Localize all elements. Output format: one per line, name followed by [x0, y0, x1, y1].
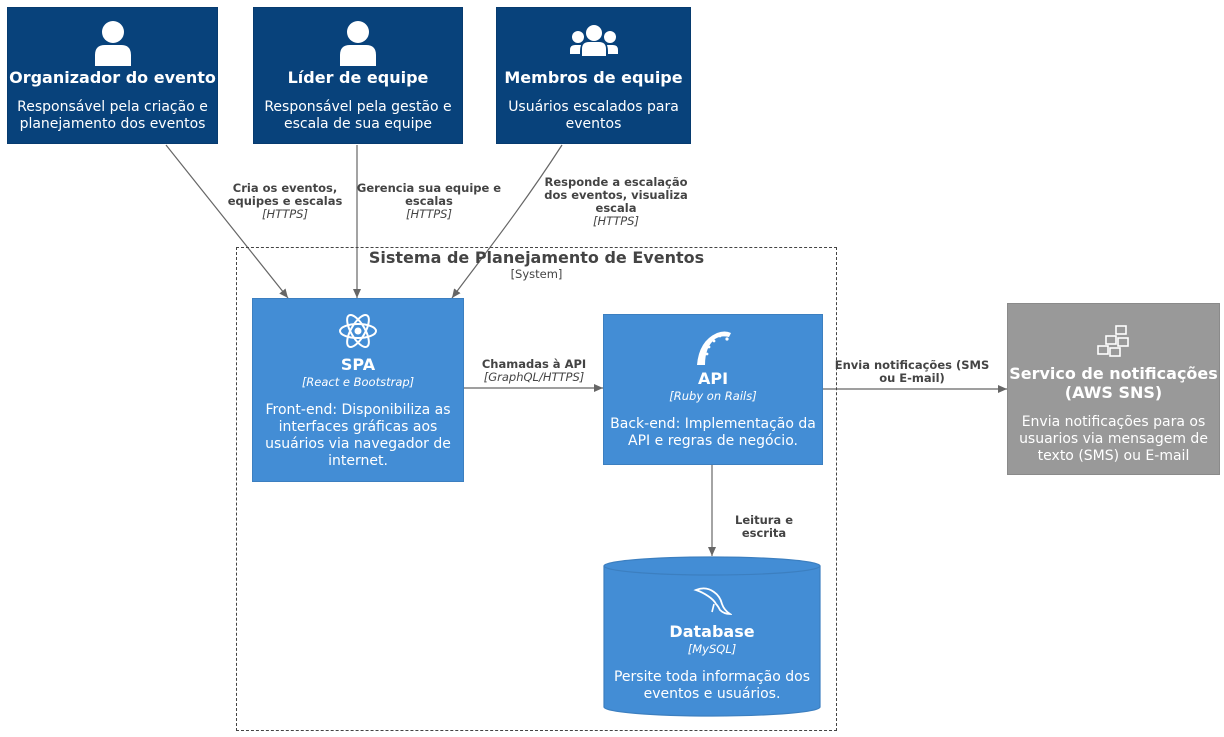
container-technology: [Ruby on Rails] [669, 389, 757, 403]
boundary-type: [System] [510, 267, 563, 281]
relation-label-organizer: Cria os eventos, equipes e escalas [HTTP… [210, 182, 360, 221]
external-desc-line: usuarios via mensagem de [1019, 431, 1208, 447]
container-desc-line: eventos e usuários. [643, 686, 781, 702]
people-group-icon [569, 25, 618, 56]
external-system-sns: Servico de notificações (AWS SNS) Envia … [1007, 303, 1220, 475]
aws-cubes-icon [1096, 325, 1129, 357]
relation-label-api-db: Leitura e escrita [712, 514, 816, 540]
relation-text: equipes e escalas [227, 194, 343, 208]
rails-icon [697, 331, 731, 365]
relation-technology: [GraphQL/HTTPS] [483, 370, 585, 384]
person-desc-line: escala de sua equipe [283, 116, 432, 132]
system-boundary [236, 247, 837, 731]
person-title: Organizador do evento [9, 68, 216, 87]
container-desc-line: Persite toda informação dos [613, 669, 811, 685]
react-icon [339, 314, 377, 348]
person-desc-line: Responsável pela criação e [17, 99, 208, 115]
relation-label-leader: Gerencia sua equipe e escalas [HTTPS] [354, 182, 504, 221]
container-technology: [MySQL] [687, 642, 737, 656]
relation-text: Leitura e escrita [735, 513, 793, 540]
container-desc-line: Back-end: Implementação da [610, 416, 816, 432]
container-desc-line: Front-end: Disponibiliza as [265, 402, 451, 418]
relation-text: Envia notificações (SMS [834, 358, 990, 372]
container-database: Database [MySQL] Persite toda informação… [603, 556, 821, 717]
person-icon [340, 21, 376, 66]
person-icon [94, 21, 131, 66]
relation-text: Gerencia sua equipe e [356, 181, 502, 195]
container-spa: SPA [React e Bootstrap] Front-end: Dispo… [252, 298, 464, 482]
boundary-title: Sistema de Planejamento de Eventos [368, 248, 705, 267]
relation-label-api-sns: Envia notificações (SMS ou E-mail) [830, 359, 994, 385]
container-desc-line: API e regras de negócio. [628, 433, 798, 449]
relation-text: dos eventos, visualiza [544, 188, 688, 202]
relation-technology: [HTTPS] [406, 207, 452, 221]
person-title: Líder de equipe [287, 68, 429, 87]
person-desc-line: eventos [565, 116, 622, 132]
person-title: Membros de equipe [504, 68, 683, 87]
person-team-leader: Líder de equipe Responsável pela gestão … [253, 7, 463, 144]
container-desc-line: internet. [328, 453, 388, 469]
container-title: API [697, 369, 729, 388]
relation-technology: [HTTPS] [593, 214, 639, 228]
container-desc-line: interfaces gráficas aos [278, 419, 438, 435]
container-title: SPA [340, 355, 376, 374]
relation-label-spa-api: Chamadas à API [GraphQL/HTTPS] [466, 358, 602, 384]
container-api: API [Ruby on Rails] Back-end: Implementa… [603, 314, 823, 465]
relation-text: Chamadas à API [481, 357, 587, 371]
database-cylinder-shape [603, 556, 821, 717]
external-desc-line: texto (SMS) ou E-mail [1037, 448, 1190, 464]
person-desc-line: Responsável pela gestão e [264, 99, 452, 115]
person-desc-line: Usuários escalados para [508, 99, 679, 115]
container-technology: [React e Bootstrap] [301, 375, 415, 389]
relation-label-members: Responde a escalação dos eventos, visual… [538, 176, 694, 228]
relation-text: escalas [405, 194, 453, 208]
relation-text: escala [595, 201, 637, 215]
link-organizer-spa [165, 144, 289, 299]
container-desc-line: usuários via navegador de [265, 436, 451, 452]
external-title-tech: (AWS SNS) [1064, 383, 1163, 402]
external-title: Servico de notificações [1009, 364, 1218, 383]
person-desc-line: planejamento dos eventos [19, 116, 206, 132]
mysql-dolphin-icon [693, 587, 732, 615]
link-members-spa [451, 144, 563, 299]
relation-text: Responde a escalação [544, 175, 688, 189]
relation-text: ou E-mail) [879, 371, 945, 385]
relation-text: Cria os eventos, [232, 181, 338, 195]
container-title: Database [669, 622, 755, 641]
external-desc-line: Envia notificações para os [1021, 414, 1206, 430]
relation-technology: [HTTPS] [262, 207, 308, 221]
person-organizer: Organizador do evento Responsável pela c… [7, 7, 218, 144]
person-team-members: Membros de equipe Usuários escalados par… [496, 7, 691, 144]
